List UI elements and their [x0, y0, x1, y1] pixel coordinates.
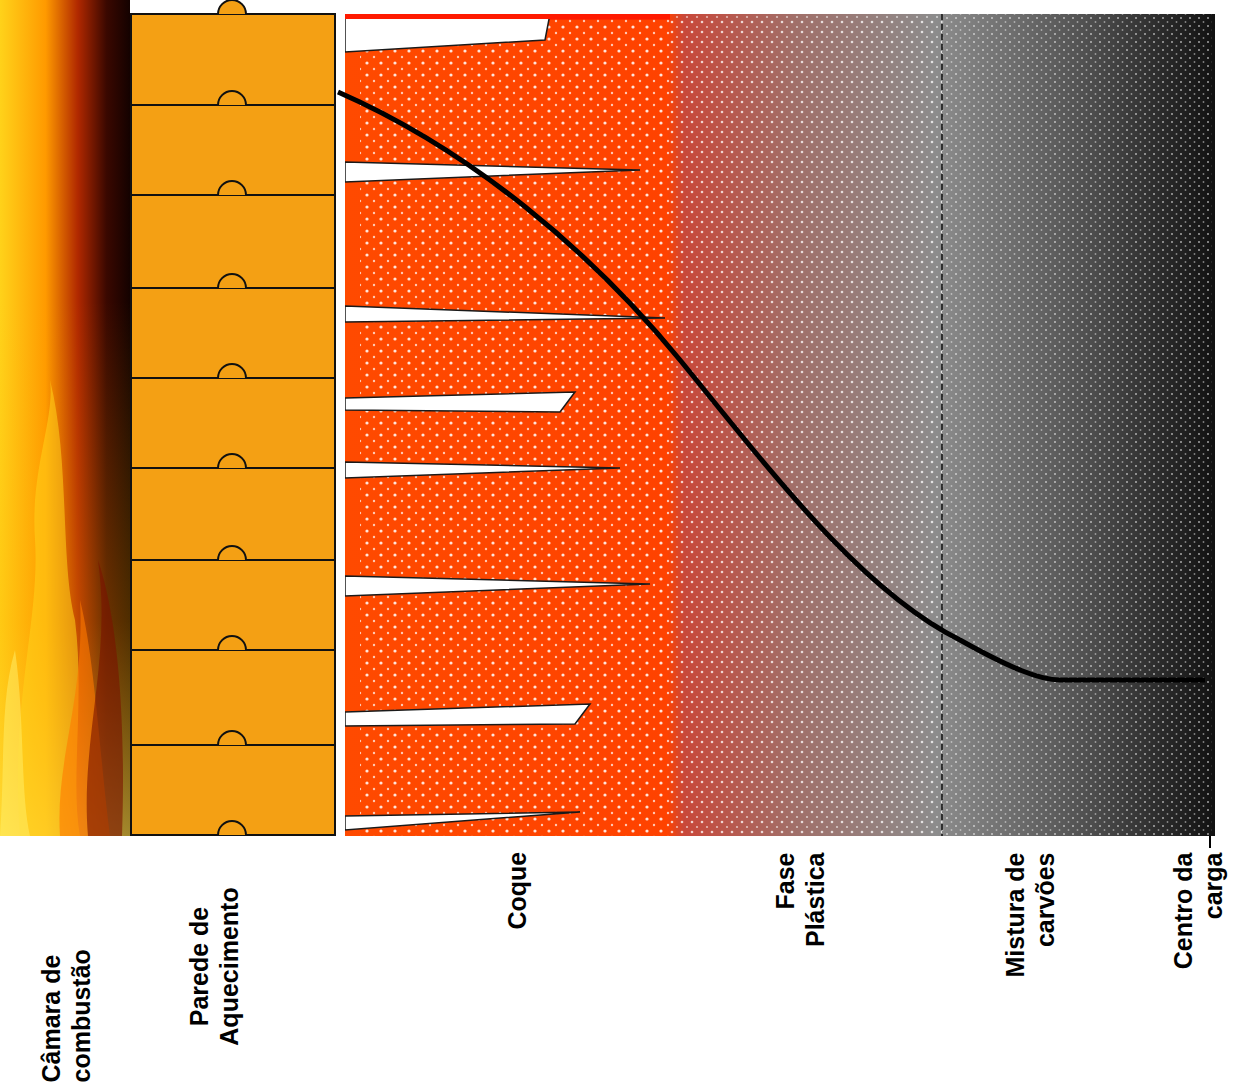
region-label: Fase Plástica — [771, 852, 830, 1002]
region-label: Coque — [503, 852, 533, 1052]
region-label: Mistura de carvões — [1001, 852, 1060, 1032]
region-label: Câmara de combustão — [37, 882, 96, 1082]
region-label: Parede de Aquecimento — [185, 861, 244, 1071]
region-label: Centro da carga — [1169, 852, 1228, 1002]
